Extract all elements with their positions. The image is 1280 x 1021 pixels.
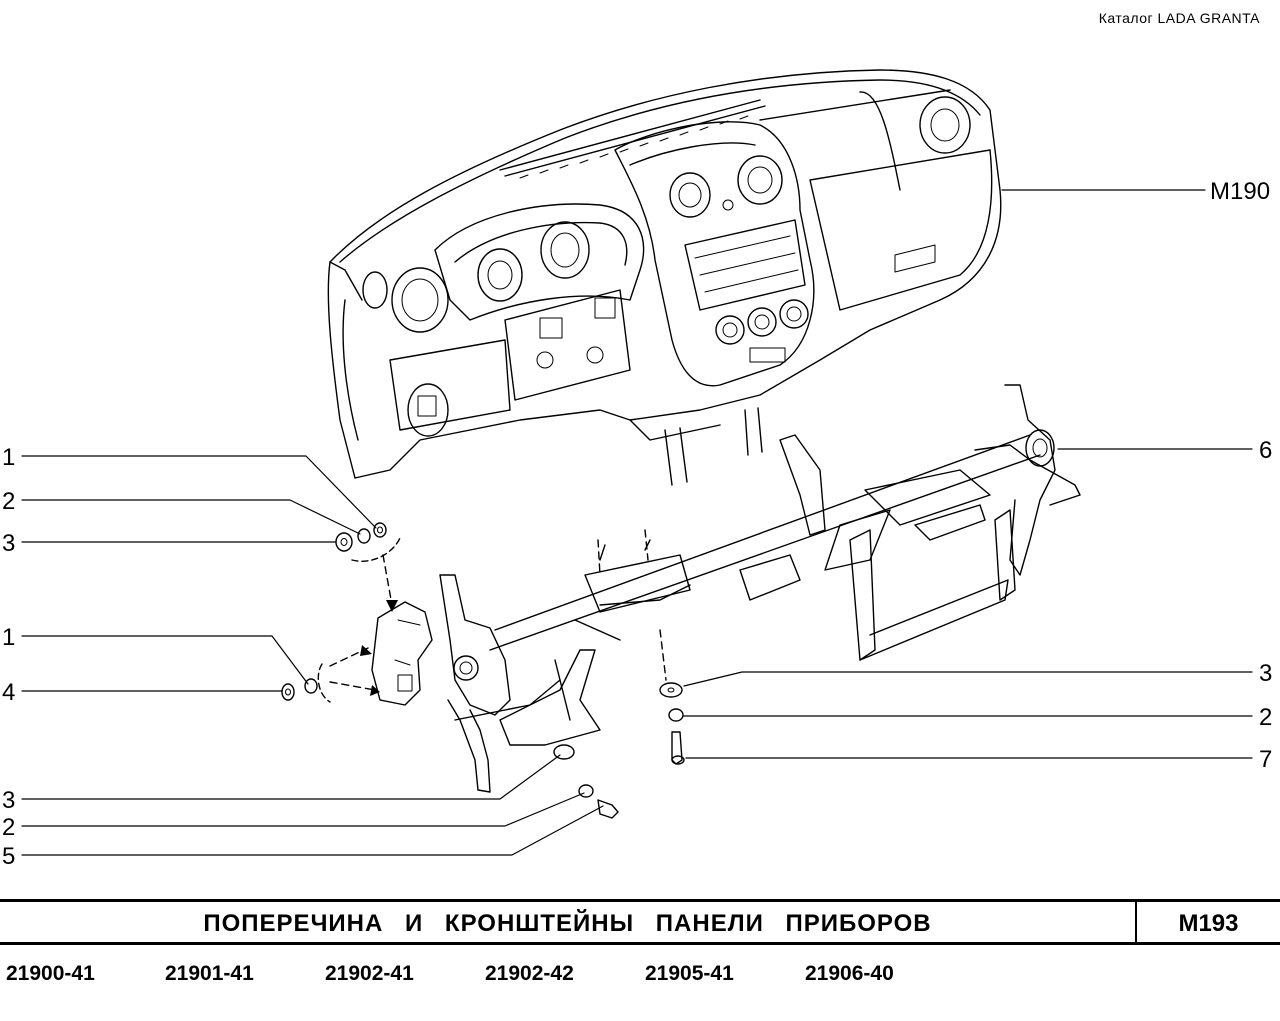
leader-lines	[21, 189, 1253, 856]
parts-diagram: 1 2 3 1 4 3 2 5 M190 6 3 2 7	[2, 69, 1272, 870]
assembly-arrows	[329, 529, 667, 691]
title-divider	[1135, 902, 1137, 942]
cross-member-drawing	[439, 384, 1081, 793]
model-code: 21905-41	[645, 962, 734, 985]
callout-2-bottom: 2	[2, 814, 15, 841]
model-code: 21902-42	[485, 962, 574, 985]
callout-3-right: 3	[1259, 660, 1272, 687]
callout-4: 4	[2, 679, 15, 706]
callout-5: 5	[2, 843, 15, 870]
callout-7: 7	[1259, 746, 1272, 773]
callout-2-top: 2	[2, 488, 15, 515]
catalog-header: Каталог LADA GRANTA	[1098, 10, 1260, 26]
model-code: 21906-40	[805, 962, 894, 985]
page-title: ПОПЕРЕЧИНА И КРОНШТЕЙНЫ ПАНЕЛИ ПРИБОРОВ	[203, 910, 932, 937]
callout-2-right: 2	[1259, 704, 1272, 731]
page-code: M193	[1178, 910, 1239, 937]
callout-m190-reference[interactable]: M190	[1210, 178, 1270, 205]
callout-6: 6	[1259, 437, 1272, 464]
model-code: 21900-41	[6, 962, 95, 985]
side-bracket-drawing	[371, 601, 433, 706]
fasteners-drawing	[281, 522, 685, 819]
callout-3-bottom: 3	[2, 787, 15, 814]
callout-1-mid: 1	[2, 624, 15, 651]
dashboard-panel-drawing	[327, 69, 1002, 486]
model-code: 21901-41	[165, 962, 254, 985]
callout-labels: 1 2 3 1 4 3 2 5 M190 6 3 2 7	[2, 178, 1272, 870]
model-code: 21902-41	[325, 962, 414, 985]
callout-1-top: 1	[2, 444, 15, 471]
callout-3-top: 3	[2, 530, 15, 557]
model-list: 21900-41 21901-41 21902-41 21902-42 2190…	[0, 962, 1280, 992]
title-bar: ПОПЕРЕЧИНА И КРОНШТЕЙНЫ ПАНЕЛИ ПРИБОРОВ …	[0, 899, 1280, 945]
